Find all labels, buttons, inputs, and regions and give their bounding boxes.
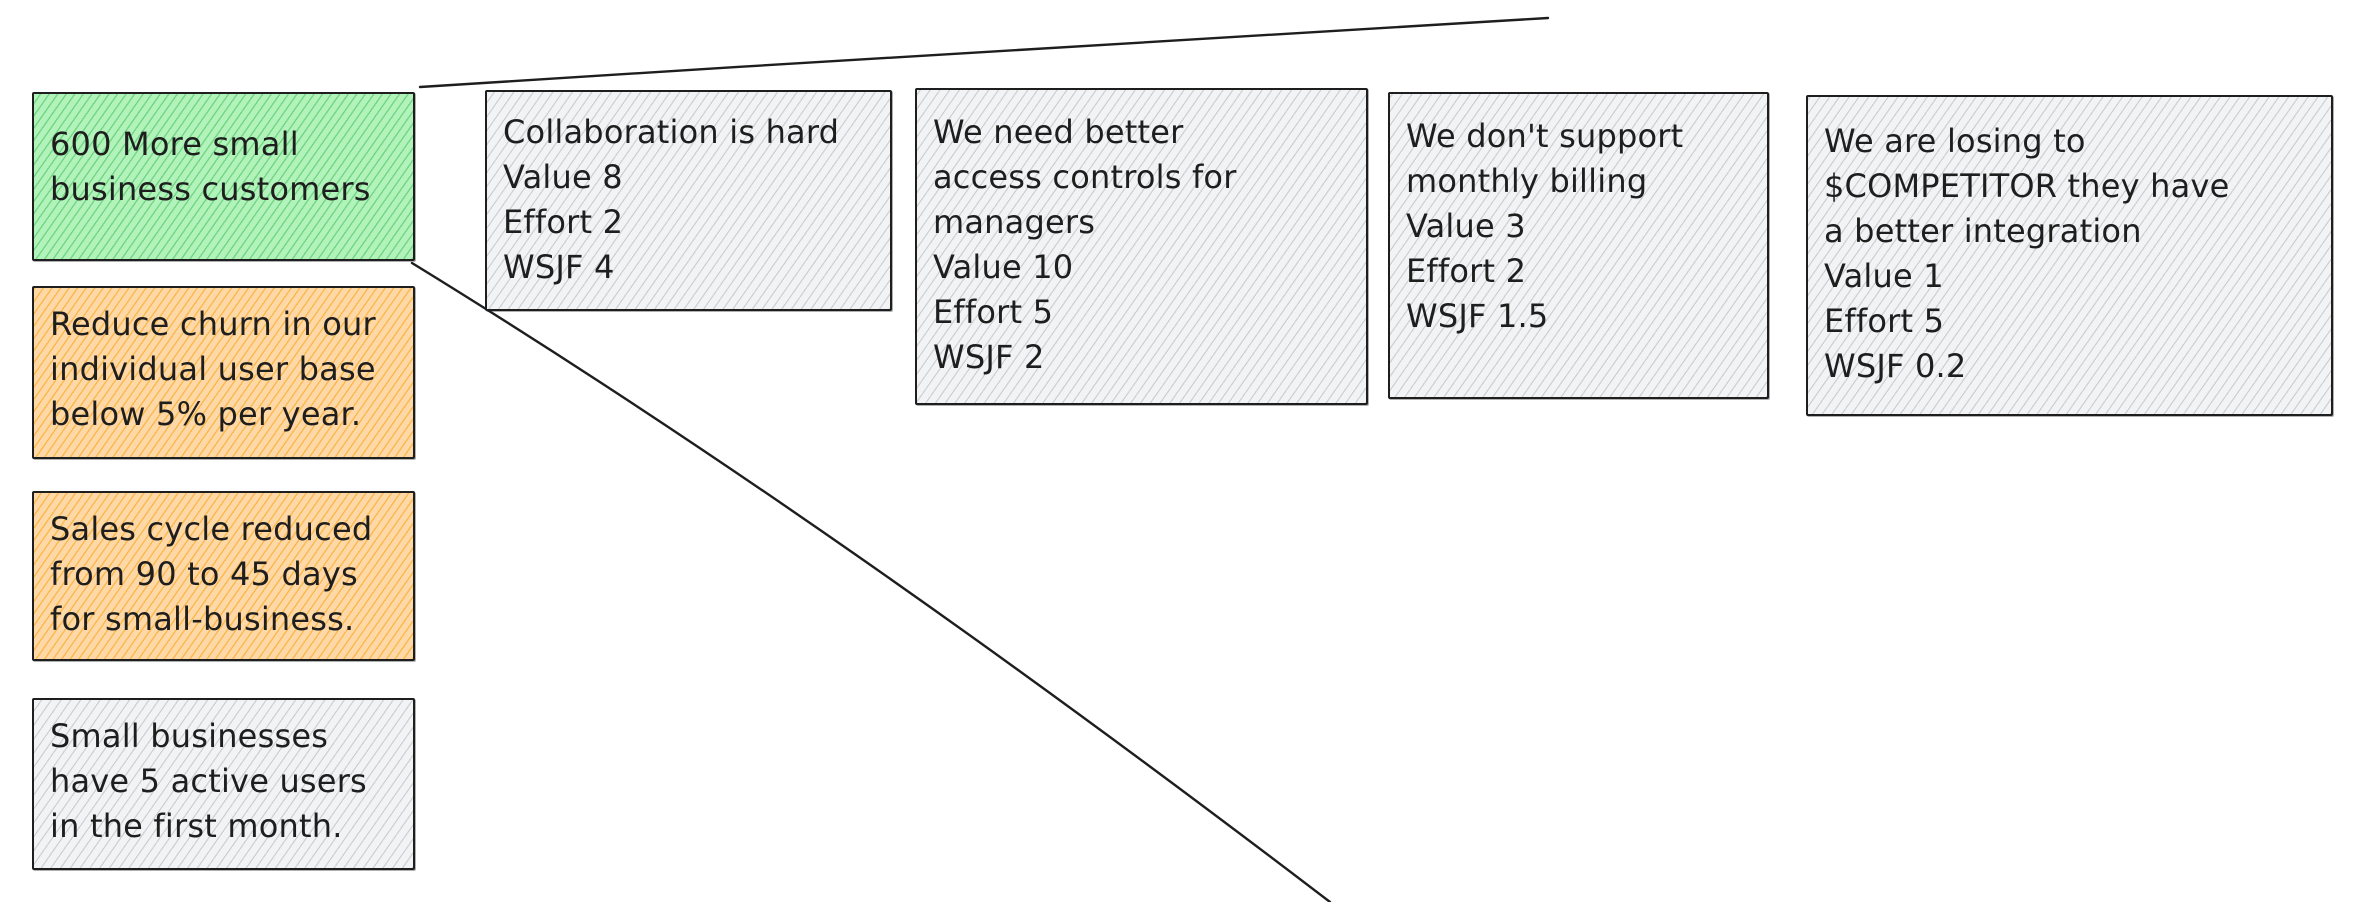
- goal-card-active-users[interactable]: Small businesses have 5 active users in …: [32, 698, 415, 870]
- connector-line-top: [418, 16, 1550, 89]
- opportunity-card-collaboration[interactable]: Collaboration is hard Value 8 Effort 2 W…: [485, 90, 892, 311]
- goal-card-text: Sales cycle reduced from 90 to 45 days f…: [50, 510, 373, 638]
- opportunity-card-text: We don't support monthly billing Value 3…: [1406, 117, 1684, 335]
- goal-card-reduce-churn[interactable]: Reduce churn in our individual user base…: [32, 286, 415, 459]
- opportunity-card-access-controls[interactable]: We need better access controls for manag…: [915, 88, 1368, 405]
- goal-card-sales-cycle[interactable]: Sales cycle reduced from 90 to 45 days f…: [32, 491, 415, 661]
- opportunity-card-competitor[interactable]: We are losing to $COMPETITOR they have a…: [1806, 95, 2333, 416]
- goal-card-text: Small businesses have 5 active users in …: [50, 717, 367, 845]
- opportunity-card-monthly-billing[interactable]: We don't support monthly billing Value 3…: [1388, 92, 1769, 399]
- opportunity-card-text: We are losing to $COMPETITOR they have a…: [1824, 122, 2230, 385]
- opportunity-card-text: We need better access controls for manag…: [933, 113, 1237, 376]
- opportunity-card-text: Collaboration is hard Value 8 Effort 2 W…: [503, 113, 840, 286]
- goal-card-text: Reduce churn in our individual user base…: [50, 305, 376, 433]
- goal-card-text: 600 More small business customers: [50, 125, 371, 208]
- goal-card-small-business-customers[interactable]: 600 More small business customers: [32, 92, 415, 261]
